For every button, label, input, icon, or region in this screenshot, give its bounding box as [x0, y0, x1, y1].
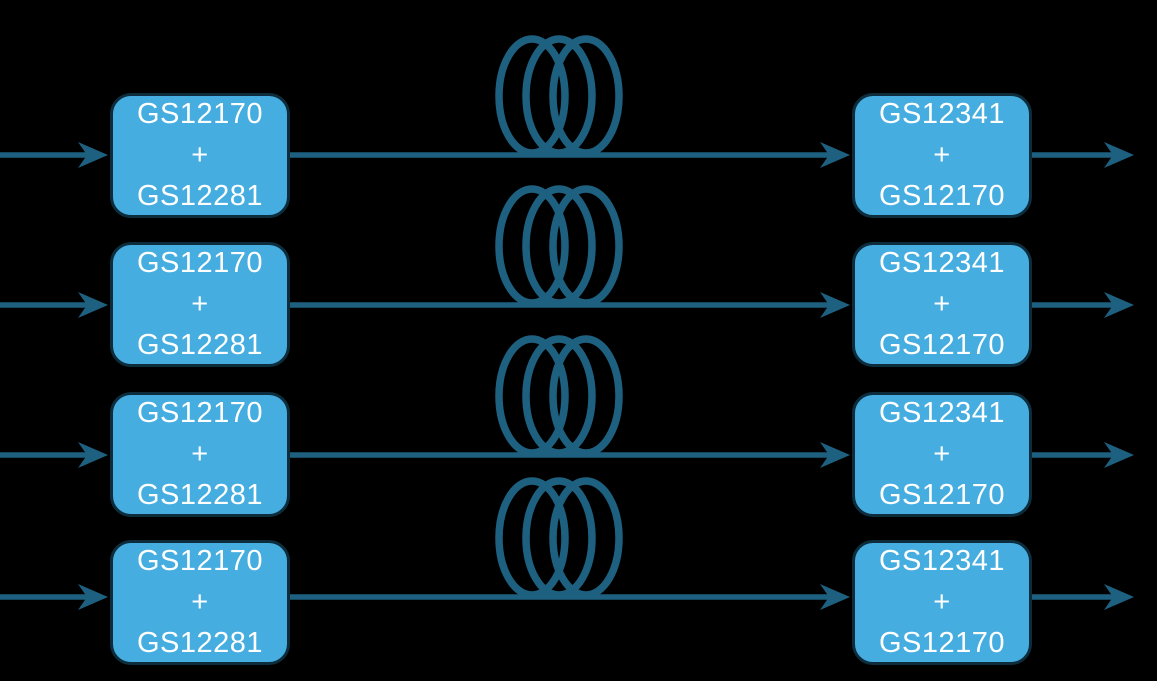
node-label: GS12341 — [878, 397, 1006, 429]
right-arrow-icon — [1104, 142, 1134, 168]
right-arrow-icon — [78, 292, 108, 318]
node-label: GS12170 — [878, 627, 1006, 659]
node-label: + — [191, 586, 209, 618]
node-label: GS12170 — [136, 98, 264, 130]
node-label: + — [191, 288, 209, 320]
right-arrow-icon — [1104, 442, 1134, 468]
fiber-coil-icon — [495, 35, 623, 157]
rx-node-row-2: GS12341 + GS12170 — [852, 242, 1032, 367]
right-arrow-icon — [78, 142, 108, 168]
row-4-connectors — [0, 477, 1134, 610]
node-label: GS12170 — [878, 479, 1006, 511]
right-arrow-icon — [820, 292, 850, 318]
node-label: + — [933, 139, 951, 171]
node-label: GS12170 — [878, 180, 1006, 212]
row-3-connectors — [0, 335, 1134, 468]
node-label: GS12281 — [136, 627, 264, 659]
node-label: GS12281 — [136, 329, 264, 361]
rx-node-row-3: GS12341 + GS12170 — [852, 392, 1032, 517]
right-arrow-icon — [820, 442, 850, 468]
node-label: GS12341 — [878, 545, 1006, 577]
node-label: + — [191, 139, 209, 171]
node-label: GS12341 — [878, 247, 1006, 279]
node-label: GS12170 — [136, 545, 264, 577]
node-label: GS12281 — [136, 479, 264, 511]
node-label: + — [191, 438, 209, 470]
node-label: GS12170 — [136, 397, 264, 429]
right-arrow-icon — [78, 442, 108, 468]
node-label: + — [933, 438, 951, 470]
right-arrow-icon — [820, 142, 850, 168]
node-label: + — [933, 586, 951, 618]
tx-node-row-2: GS12170 + GS12281 — [110, 242, 290, 367]
row-2-connectors — [0, 185, 1134, 318]
node-label: + — [933, 288, 951, 320]
node-label: GS12170 — [136, 247, 264, 279]
rx-node-row-4: GS12341 + GS12170 — [852, 540, 1032, 665]
tx-node-row-1: GS12170 + GS12281 — [110, 93, 290, 218]
node-label: GS12281 — [136, 180, 264, 212]
right-arrow-icon — [78, 584, 108, 610]
tx-node-row-3: GS12170 + GS12281 — [110, 392, 290, 517]
node-label: GS12341 — [878, 98, 1006, 130]
right-arrow-icon — [820, 584, 850, 610]
fiber-coil-icon — [495, 477, 623, 599]
fiber-coil-icon — [495, 335, 623, 457]
row-1-connectors — [0, 35, 1134, 168]
tx-node-row-4: GS12170 + GS12281 — [110, 540, 290, 665]
fiber-coil-icon — [495, 185, 623, 307]
node-label: GS12170 — [878, 329, 1006, 361]
right-arrow-icon — [1104, 292, 1134, 318]
rx-node-row-1: GS12341 + GS12170 — [852, 93, 1032, 218]
right-arrow-icon — [1104, 584, 1134, 610]
